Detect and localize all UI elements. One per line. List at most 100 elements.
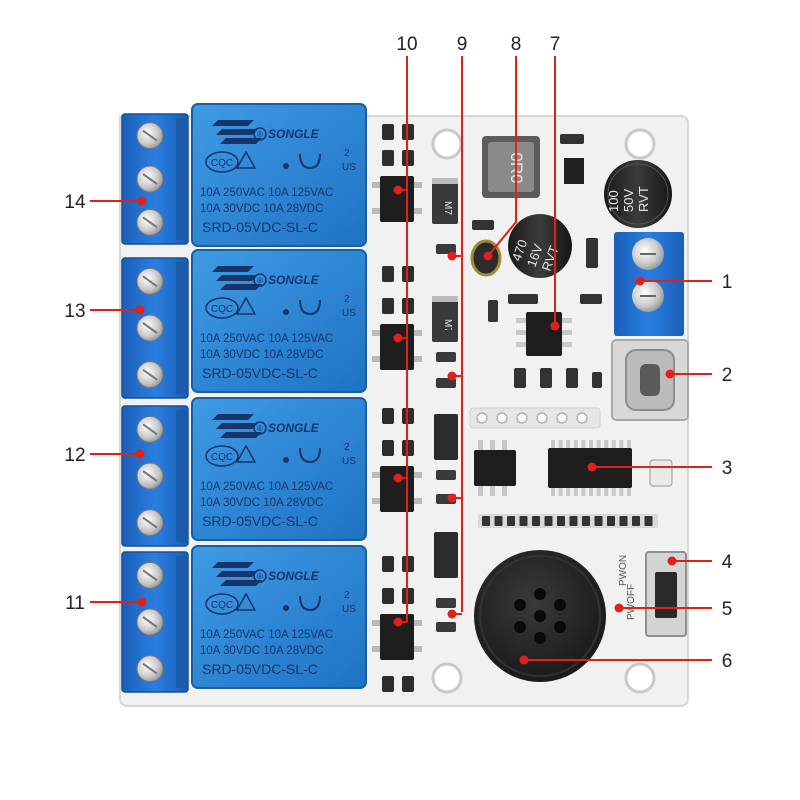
- callout-dot: [635, 276, 645, 286]
- callout-6: 6: [519, 651, 733, 672]
- relay-cert-number: 2: [344, 442, 350, 453]
- callout-number: 2: [722, 365, 733, 386]
- relay-brand: SONGLE: [268, 421, 320, 435]
- songle-logo-icon: [212, 414, 262, 438]
- smd-misc: [472, 134, 602, 388]
- warning-triangle-icon: [235, 296, 257, 315]
- callout-line: [487, 56, 517, 257]
- relay-rating-line2: 10A 30VDC 10A 28VDC: [200, 497, 323, 509]
- ic-small-8pin: [474, 440, 516, 496]
- relay-model: SRD-05VDC-SL-C: [202, 661, 318, 677]
- callout-number: 13: [64, 301, 85, 322]
- cqc-mark-icon: [205, 593, 239, 615]
- relay-cert-us: US: [342, 308, 356, 319]
- callout-dot: [587, 462, 597, 472]
- songle-logo-icon: [212, 266, 262, 290]
- registered-icon: ®: [257, 130, 263, 139]
- callout-number: 9: [457, 34, 468, 55]
- diode: [434, 532, 458, 578]
- ul-mark-icon: [299, 447, 321, 464]
- relay-cert-number: 2: [344, 294, 350, 305]
- diode-label: M7: [442, 319, 453, 333]
- callout-12: 12: [64, 445, 145, 466]
- ul-mark-icon: [299, 595, 321, 612]
- callout-number: 5: [722, 599, 733, 620]
- relay-rating-line2: 10A 30VDC 10A 28VDC: [200, 349, 323, 361]
- relay: SONGLE ® CQC 2US 10A 250VAC 10A 125VAC 10A 30…: [191, 397, 367, 541]
- callout-14: 14: [64, 192, 147, 213]
- diode: [434, 414, 458, 460]
- relay-cert-cqc: CQC: [211, 158, 233, 169]
- pin-dot-icon: [283, 163, 289, 169]
- power-switch: PWON PWOFF: [618, 551, 687, 637]
- passive-row: [478, 514, 658, 528]
- relay-rating-line1: 10A 250VAC 10A 125VAC: [200, 481, 333, 493]
- callout-number: 6: [722, 651, 733, 672]
- registered-icon: ®: [257, 572, 263, 581]
- terminal-block: [121, 113, 189, 245]
- callout-dot: [393, 473, 403, 483]
- registered-icon: ®: [257, 276, 263, 285]
- optocoupler: [380, 466, 414, 512]
- callout-number: 12: [64, 445, 85, 466]
- callout-11: 11: [65, 593, 147, 614]
- callout-number: 3: [722, 458, 733, 479]
- callout-number: 10: [396, 34, 417, 55]
- callout-2: 2: [665, 365, 733, 386]
- cqc-mark-icon: [205, 297, 239, 319]
- switch-label-off: PWOFF: [626, 584, 637, 620]
- capacitor-small: 470 16V RVT: [508, 214, 572, 278]
- callout-number: 4: [722, 552, 733, 573]
- songle-logo-icon: [212, 120, 262, 144]
- ul-mark-icon: [299, 153, 321, 170]
- mounting-holes: [431, 128, 656, 694]
- cap-large-v1: 100: [606, 190, 621, 212]
- cqc-mark-icon: [205, 151, 239, 173]
- optocoupler: [380, 324, 414, 370]
- switch-label-on: PWON: [618, 555, 629, 586]
- callout-dot: [447, 609, 457, 619]
- callout-5: 5: [614, 599, 733, 620]
- usb-c-port: [611, 339, 689, 421]
- relay-cert-us: US: [342, 162, 356, 173]
- warning-triangle-icon: [235, 592, 257, 611]
- registered-icon: ®: [257, 424, 263, 433]
- warning-triangle-icon: [235, 150, 257, 169]
- callout-9: 9: [447, 34, 468, 619]
- pin-dot-icon: [283, 309, 289, 315]
- callout-13: 13: [64, 301, 145, 322]
- diode-m7: M7: [432, 178, 458, 224]
- callout-dot: [550, 321, 560, 331]
- callout-dot: [447, 251, 457, 261]
- callout-dot: [137, 196, 147, 206]
- callout-dot: [393, 617, 403, 627]
- callout-dot: [614, 603, 624, 613]
- relay-cert-cqc: CQC: [211, 600, 233, 611]
- callout-dot: [519, 655, 529, 665]
- relay-rating-line1: 10A 250VAC 10A 125VAC: [200, 629, 333, 641]
- callout-dot: [667, 556, 677, 566]
- relay-rating-line2: 10A 30VDC 10A 28VDC: [200, 645, 323, 657]
- relay-cert-cqc: CQC: [211, 304, 233, 315]
- cap-large-v3: RVT: [636, 186, 651, 212]
- relay-brand: SONGLE: [268, 127, 320, 141]
- callout-dot: [393, 333, 403, 343]
- songle-logo-icon: [212, 562, 262, 586]
- ul-mark-icon: [299, 299, 321, 316]
- relay-cert-number: 2: [344, 590, 350, 601]
- relay-cert-us: US: [342, 456, 356, 467]
- callout-number: 7: [550, 34, 561, 55]
- optocoupler: [380, 614, 414, 660]
- callout-dot: [135, 449, 145, 459]
- callout-number: 8: [511, 34, 522, 55]
- relay-brand: SONGLE: [268, 273, 320, 287]
- relay-cert-us: US: [342, 604, 356, 615]
- relay-cert-cqc: CQC: [211, 452, 233, 463]
- pin-dot-icon: [283, 457, 289, 463]
- relay-model: SRD-05VDC-SL-C: [202, 513, 318, 529]
